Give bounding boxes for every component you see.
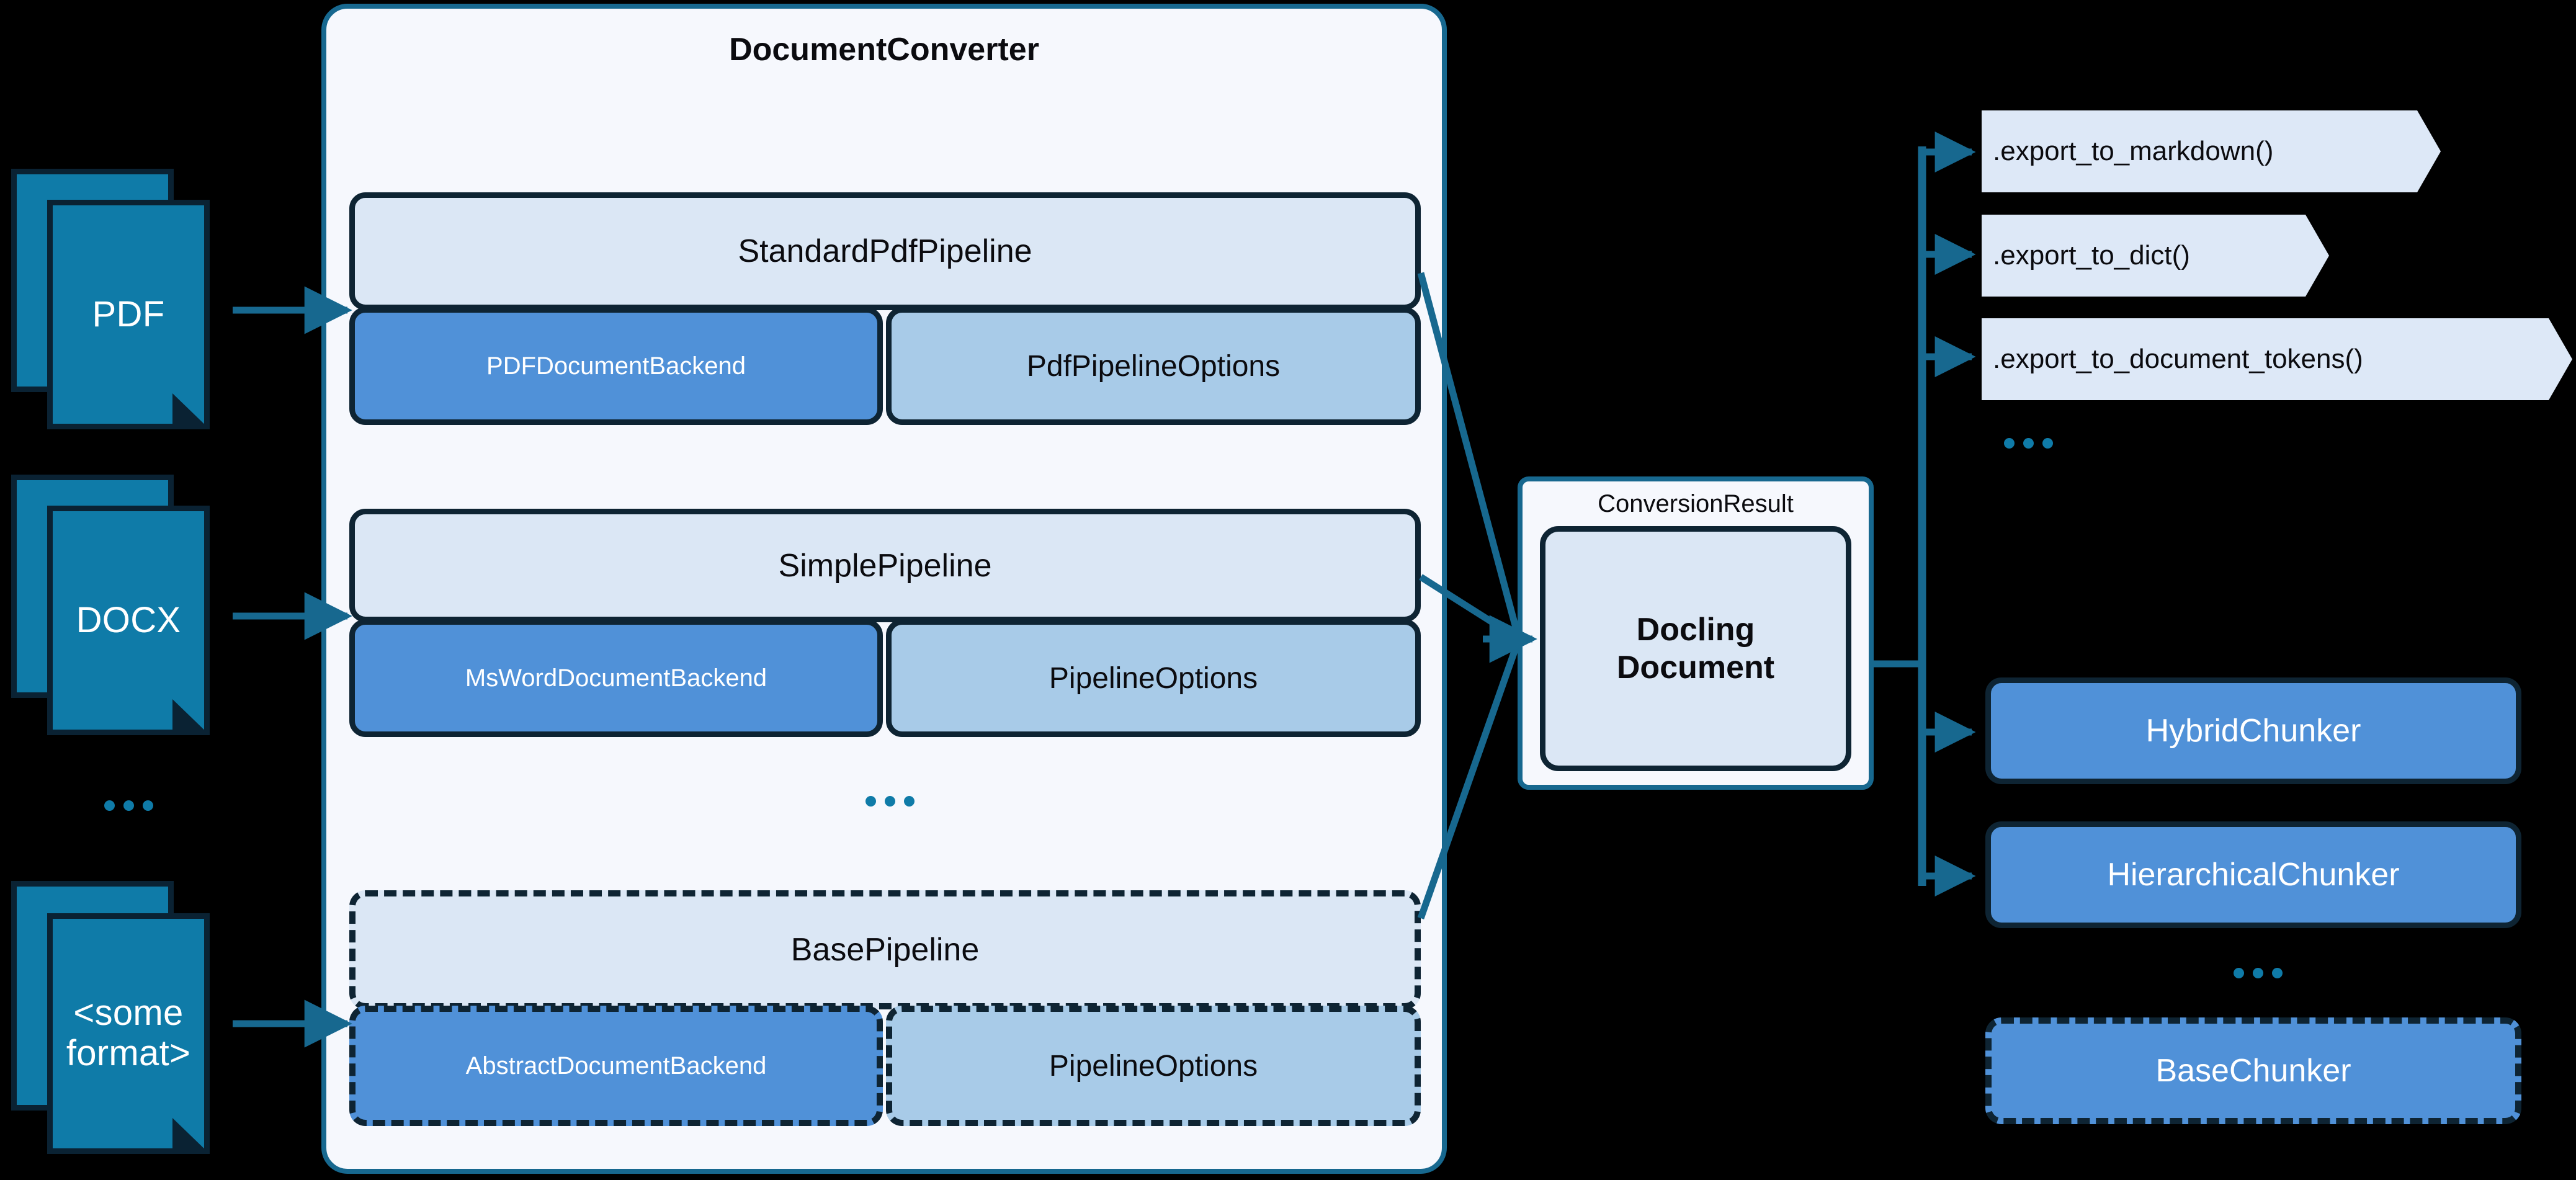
pipeline-options-box[interactable]: PipelineOptions [886,1006,1421,1126]
pipeline-backend-name: AbstractDocumentBackend [465,1052,767,1079]
export-method-document-tokens[interactable]: .export_to_document_tokens() [1982,318,2572,400]
ellipsis-dot [143,800,153,811]
ellipsis-dot [2023,438,2034,449]
pipeline-simple[interactable]: SimplePipeline MsWordDocumentBackend Pip… [349,509,1421,744]
export-method-label: .export_to_dict() [1993,240,2190,270]
chunker-hybrid[interactable]: HybridChunker [1985,677,2521,784]
pipeline-name: StandardPdfPipeline [738,233,1032,269]
page-fold-corner [172,699,210,735]
ellipsis-dot [2042,438,2053,449]
pipeline-options-box[interactable]: PdfPipelineOptions [886,307,1421,425]
conversion-result-title: ConversionResult [1598,490,1794,517]
chunker-label: BaseChunker [2155,1053,2351,1089]
document-converter-title: DocumentConverter [729,32,1039,68]
export-method-dict[interactable]: .export_to_dict() [1982,215,2329,297]
input-document-label: PDF [92,293,165,334]
ellipsis-dot [2234,968,2244,978]
chunker-hierarchical[interactable]: HierarchicalChunker [1985,821,2521,928]
ellipsis-dot [2004,438,2015,449]
ellipsis-dot [123,800,134,811]
pipeline-header[interactable]: SimplePipeline [349,509,1421,622]
export-more-ellipsis [2004,438,2053,449]
document-front-sheet: PDF [47,200,210,429]
ellipsis-dot [904,796,915,807]
pipeline-backend-name: PDFDocumentBackend [486,352,746,380]
ellipsis-dot [885,796,895,807]
pipeline-header[interactable]: BasePipeline [349,890,1421,1009]
input-document-docx[interactable]: DOCX [11,475,235,735]
chunker-label: HierarchicalChunker [2107,857,2400,893]
ellipsis-dot [865,796,876,807]
pipeline-options-name: PipelineOptions [1049,1049,1258,1083]
chunker-label: HybridChunker [2145,713,2361,749]
page-fold-corner [172,393,210,429]
input-document-label: DOCX [76,599,181,640]
pipeline-backend-name: MsWordDocumentBackend [465,664,767,692]
pipeline-name: SimplePipeline [778,547,992,584]
export-method-label: .export_to_document_tokens() [1993,344,2363,374]
ellipsis-dot [2253,968,2263,978]
pipeline-name: BasePipeline [790,932,980,968]
pipeline-standard-pdf[interactable]: StandardPdfPipeline PDFDocumentBackend P… [349,192,1421,428]
pipeline-options-box[interactable]: PipelineOptions [886,619,1421,737]
input-document-label: <some format> [66,993,191,1073]
ellipsis-dot [104,800,115,811]
input-more-ellipsis [104,800,153,811]
pipeline-options-name: PipelineOptions [1049,661,1258,695]
ellipsis-dot [2272,968,2283,978]
pipeline-backend-box[interactable]: MsWordDocumentBackend [349,619,883,737]
chunker-base[interactable]: BaseChunker [1985,1017,2521,1124]
pipeline-more-ellipsis [865,796,915,807]
export-method-label: .export_to_markdown() [1993,136,2274,166]
chunker-more-ellipsis [2234,968,2283,978]
docling-document-box[interactable]: Docling Document [1540,526,1851,771]
export-method-markdown[interactable]: .export_to_markdown() [1982,110,2441,192]
input-document-other-format[interactable]: <some format> [11,881,235,1166]
document-front-sheet: <some format> [47,913,210,1154]
document-front-sheet: DOCX [47,506,210,735]
input-document-pdf[interactable]: PDF [11,169,235,429]
conversion-result-container[interactable]: ConversionResult Docling Document [1518,476,1874,790]
pipeline-base[interactable]: BasePipeline AbstractDocumentBackend Pip… [349,890,1421,1132]
pipeline-backend-box[interactable]: PDFDocumentBackend [349,307,883,425]
pipeline-options-name: PdfPipelineOptions [1026,349,1281,383]
pipeline-backend-box[interactable]: AbstractDocumentBackend [349,1006,883,1126]
page-fold-corner [172,1118,210,1154]
pipeline-header[interactable]: StandardPdfPipeline [349,192,1421,310]
